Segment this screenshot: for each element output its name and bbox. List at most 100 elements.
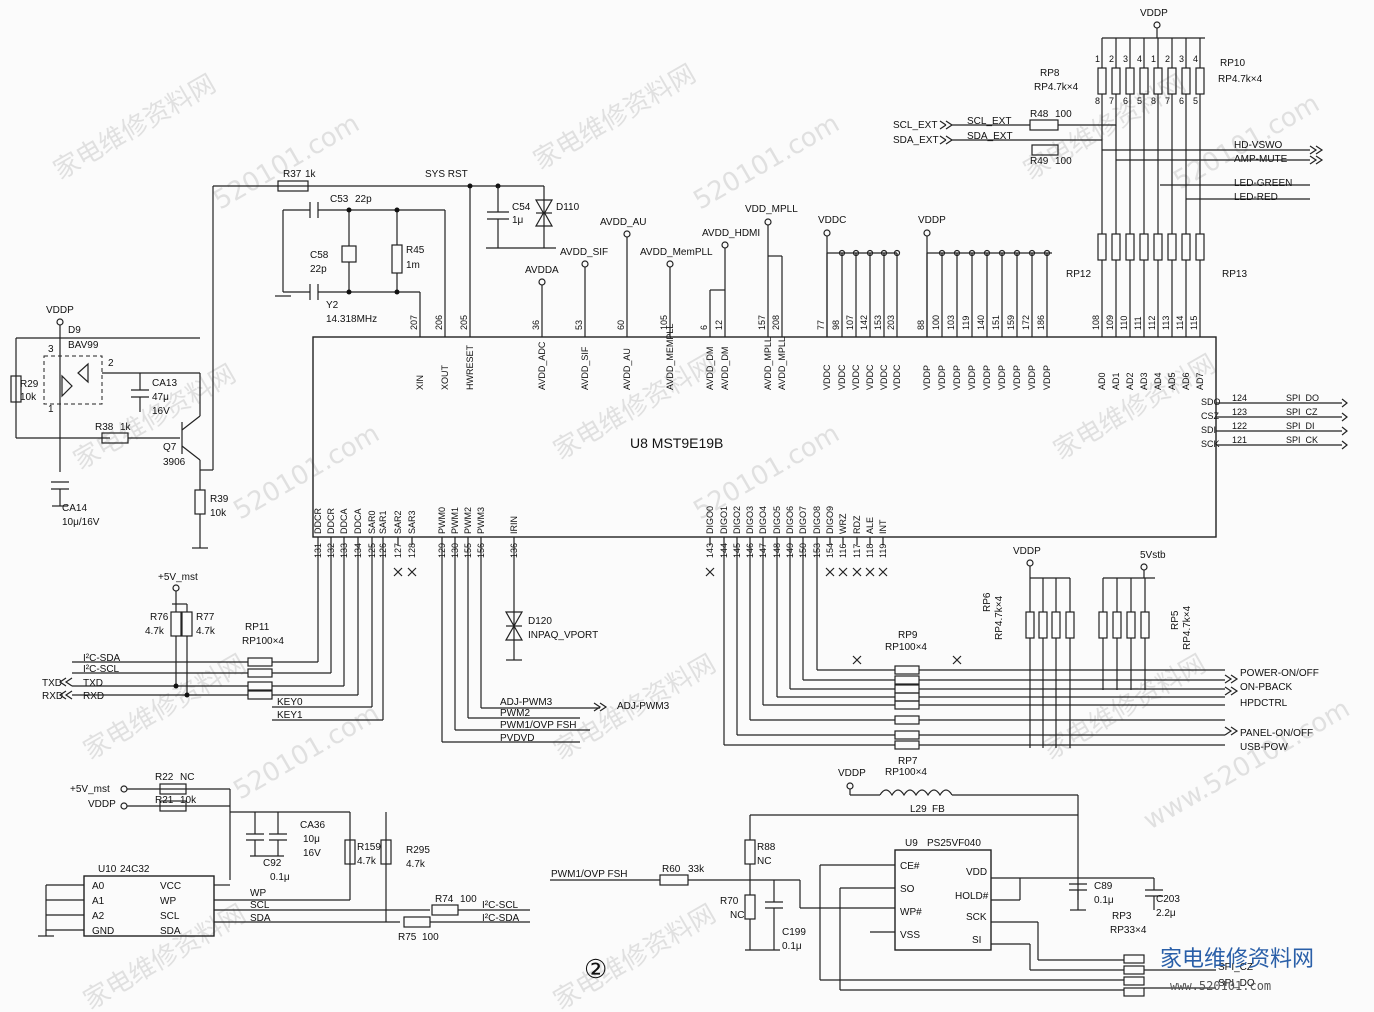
top-pin-number: 36 (531, 320, 541, 330)
diode-d9-pin3: 3 (48, 344, 54, 355)
top-pin-name: AD1 (1111, 372, 1121, 390)
cap-c89-value: 0.1μ (1094, 895, 1114, 906)
net-scl: SCL (250, 900, 270, 911)
top-pin-name: VDDC (865, 364, 875, 390)
top-pin-name: VDDC (822, 364, 832, 390)
bottom-pin-name: PWM2 (463, 507, 473, 534)
diode-d120-value: INPAQ_VPORT (528, 630, 598, 641)
no-connect-marker (705, 567, 715, 577)
net-led-green: LED-GREEN (1234, 178, 1292, 189)
top-pin-name: AVDD_DM (720, 347, 730, 390)
resistor-r22 (159, 783, 187, 795)
u9-pin-wp: WP# (900, 907, 922, 918)
net-sda-ext: SDA_EXT (893, 135, 939, 146)
no-connect-marker (407, 567, 417, 577)
chip-u10-part: 24C32 (120, 864, 150, 875)
resistor-r88-ref: R88 (757, 842, 776, 853)
u9-pin-hold: HOLD# (955, 891, 989, 902)
rp8-value: RP4.7k×4 (1034, 82, 1079, 93)
chip-u9-ref: U9 (905, 838, 918, 849)
top-pin-number: 98 (831, 320, 841, 330)
watermark-url: 520101.com (689, 109, 845, 217)
bottom-pin-name: SAR3 (407, 510, 417, 534)
top-pin-number: 206 (434, 315, 444, 330)
watermark-url: 520101.com (229, 699, 385, 807)
rp6-element (1065, 611, 1075, 639)
top-pin-name: VDDP (1027, 365, 1037, 390)
watermark-text: 家电维修资料网 (1039, 649, 1212, 766)
net-spi-cz-flash: SPI_CZ (1218, 962, 1253, 973)
resistor-r74 (431, 904, 459, 916)
bottom-pin-name: PWM3 (476, 507, 486, 534)
diode-d9-pin1: 1 (48, 404, 54, 415)
rp9-rp7-element (894, 730, 920, 740)
net-on-pback: ON-PBACK (1240, 682, 1293, 693)
u10-pin-scl: SCL (160, 911, 180, 922)
resistor-r21 (159, 800, 187, 812)
resistor-r48-ref: R48 (1030, 109, 1049, 120)
net-adj-pwm3: ADJ-PWM3 (500, 697, 553, 708)
u9-pin-vdd: VDD (966, 867, 987, 878)
resistor-r49 (1031, 144, 1059, 156)
rp-pin-number: 2 (1165, 54, 1170, 64)
net-key0: KEY0 (277, 697, 303, 708)
net-i2c-sda: I²C-SDA (83, 653, 121, 664)
top-pin-name: AD3 (1139, 372, 1149, 390)
cap-c203-value: 2.2μ (1156, 908, 1176, 919)
top-pin-name: VDDP (952, 365, 962, 390)
top-pin-name: VDDC (892, 364, 902, 390)
net-key1: KEY1 (277, 710, 303, 721)
crystal-y2-ref: Y2 (326, 300, 339, 311)
net-rxd-port: RXD (42, 691, 63, 702)
top-pin-number: 105 (659, 315, 669, 330)
top-pin-number: 207 (409, 315, 419, 330)
net-5v-mst: +5V_mst (158, 572, 198, 583)
top-pin-name: VDDP (997, 365, 1007, 390)
net-spi-do-flash: SPI_DO (1218, 978, 1255, 989)
rp-pin-number: 1 (1095, 54, 1100, 64)
bottom-pin-name: IRIN (509, 516, 519, 534)
resistor-r74-ref: R74 (435, 894, 454, 905)
top-pin-name: VDDP (1012, 365, 1022, 390)
net-sda: SDA (250, 913, 271, 924)
u9-pin-so: SO (900, 884, 915, 895)
top-pin-name: VDDC (879, 364, 889, 390)
diode-d120-symbol (504, 611, 524, 628)
resistor-r29-value: 10k (20, 392, 37, 403)
rp5-element (1126, 611, 1136, 639)
resistor-r21-ref: R21 (155, 795, 174, 806)
rp9-rp7-element (894, 675, 920, 685)
top-pin-number: 88 (916, 320, 926, 330)
top-pin-number: 142 (859, 315, 869, 330)
spi-pin-number: 124 (1232, 393, 1247, 403)
resistor-r74-value: 100 (460, 894, 477, 905)
resistor-r49-value: 100 (1055, 156, 1072, 167)
rp11-element (247, 690, 273, 700)
watermark-text: 家电维修资料网 (49, 69, 222, 186)
u9-pin-vss: VSS (900, 930, 920, 941)
top-pin-name: AD0 (1097, 372, 1107, 390)
net-amp-mute: AMP-MUTE (1234, 154, 1288, 165)
bottom-pin-number: 116 (838, 544, 848, 558)
cap-c92-value: 0.1μ (270, 872, 290, 883)
rp5-ref: RP5 (1170, 610, 1181, 630)
cap-c199-value: 0.1μ (782, 941, 802, 952)
crystal-y2-body (341, 245, 357, 263)
rp-pin-number: 6 (1179, 96, 1184, 106)
top-pin-number: 205 (459, 315, 469, 330)
rp-pin-number: 3 (1123, 54, 1128, 64)
bottom-pin-number: 154 (825, 543, 835, 558)
resistor-r70 (744, 894, 756, 920)
watermark-url: www.520101.com (1139, 694, 1356, 836)
net-txd-port: TXD (42, 678, 62, 689)
top-pin-number: 6 (699, 325, 709, 330)
resistor-r76 (170, 611, 182, 637)
u9-pin-ce: CE# (900, 861, 920, 872)
diode-d9-symbol (61, 374, 73, 398)
rp-pin-number: 4 (1137, 54, 1142, 64)
top-pin-name: AVDD_SIF (580, 346, 590, 390)
inductor-l29-value: FB (932, 804, 945, 815)
resistor-r295-ref: R295 (406, 845, 430, 856)
top-pin-number: 60 (616, 320, 626, 330)
rp11-ref: RP11 (245, 622, 270, 633)
